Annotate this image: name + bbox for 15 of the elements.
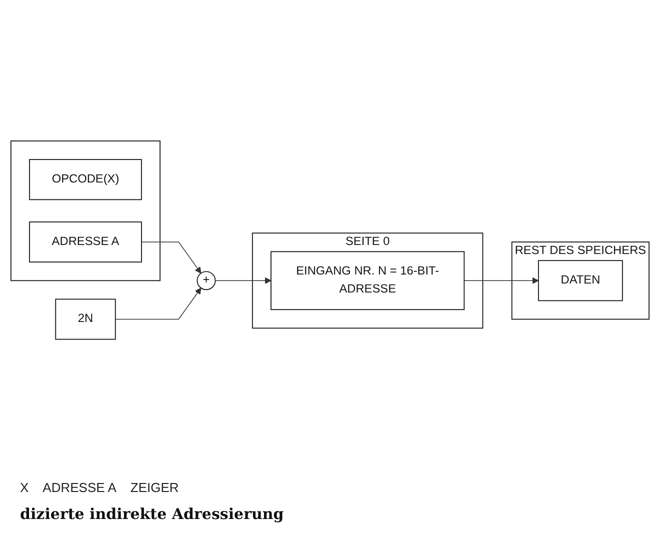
arrow [464,277,539,284]
node-box: EINGANG NR. N = 16-BIT-ADRESSE [270,251,465,310]
arrow [115,288,202,320]
cluster [10,140,161,281]
note-label: ZEIGER [130,480,179,495]
node-box: DATEN [538,260,623,302]
figure-caption: dizierte indirekte Adressierung [20,505,284,523]
arrow [214,277,272,284]
node-box: OPCODE(X) [29,158,142,200]
node-box: 2N [55,298,116,340]
node-box: ADRESSE A [29,221,142,262]
arrow [141,241,202,274]
node-circle: + [196,270,216,290]
note-label: X [20,480,29,495]
note-label: ADRESSE A [42,480,116,495]
